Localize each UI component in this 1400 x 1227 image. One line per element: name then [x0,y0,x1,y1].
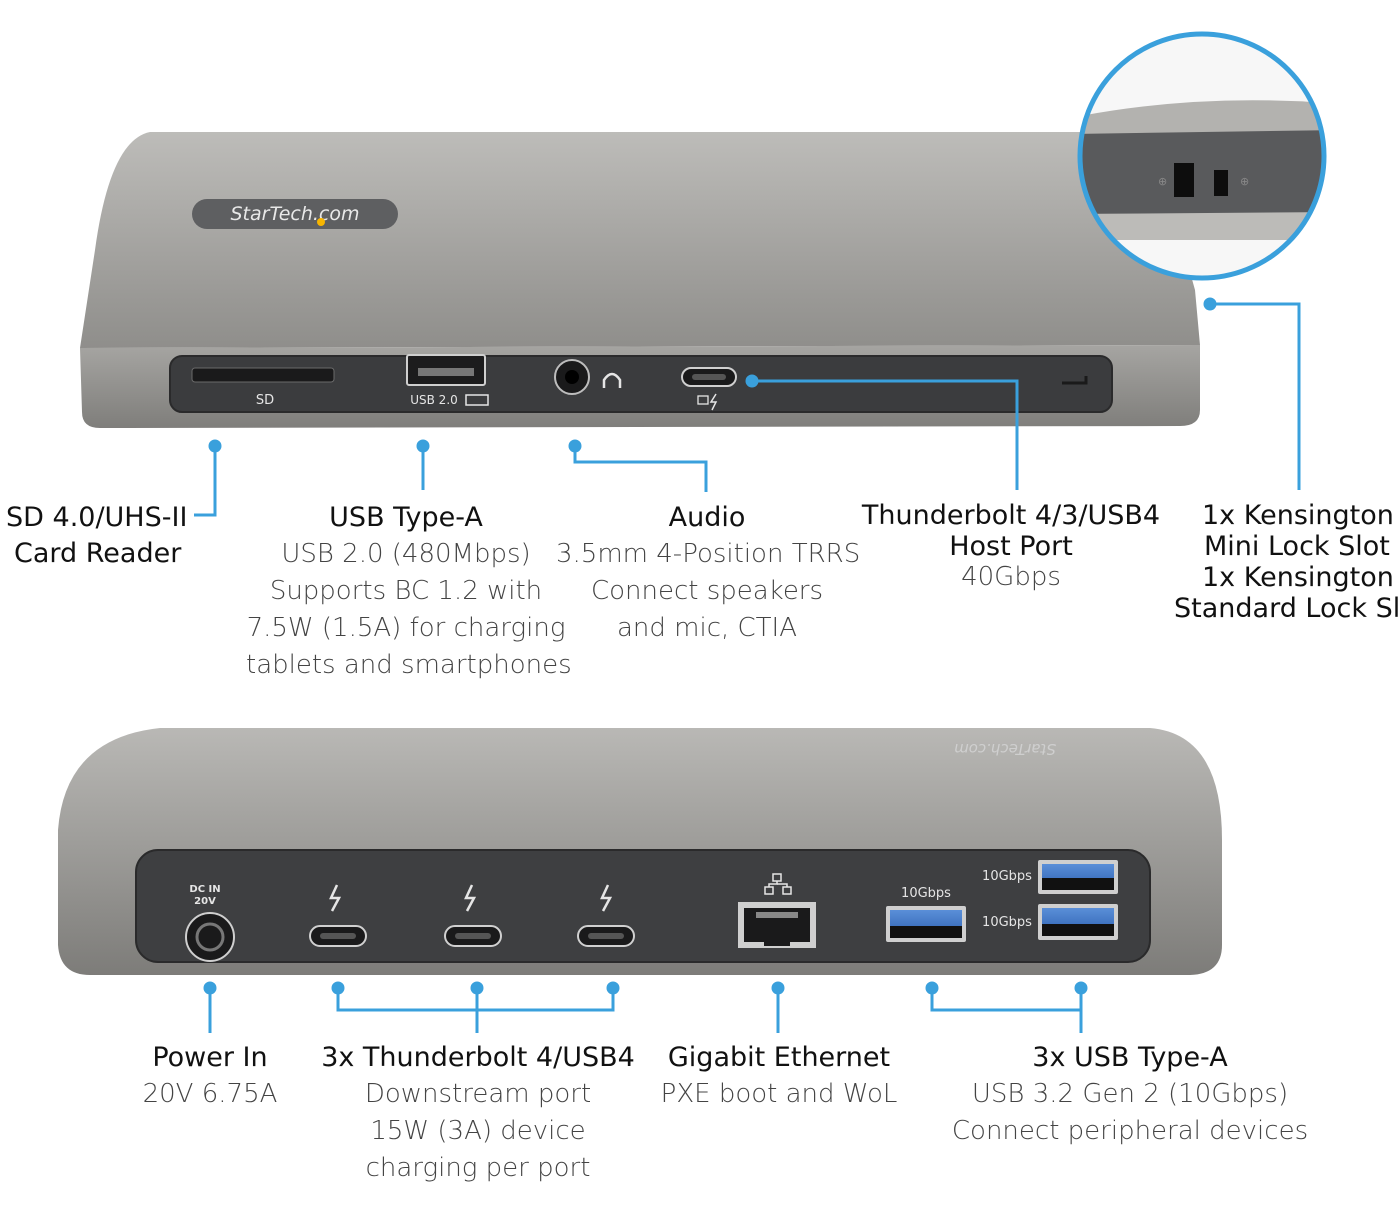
display-icon [697,395,709,405]
callout-audio: Audio 3.5mm 4-Position TRRS Connect spea… [556,500,861,647]
dc-in-label: DC IN [189,884,220,895]
battery-charge-icon [465,394,489,406]
top-callout-lines [194,297,1301,517]
usb-rear-speed-label-3: 10Gbps [982,915,1032,930]
callout-title: 1x Kensington [1202,500,1394,531]
callout-detail: Connect speakers [590,576,824,606]
callout-title: Power In [152,1042,268,1073]
callout-title: USB Type-A [329,502,483,533]
dock-rear-view: StarTech.com DC IN 20V [58,728,1222,975]
callout-detail: Downstream port [364,1079,592,1109]
ethernet-port [738,873,816,948]
callout-usb-type-a: USB Type-A USB 2.0 (480Mbps) Supports BC… [246,500,572,684]
thunderbolt-downstream-port-3 [577,884,635,947]
lock-icon-right: ⊕ [1240,175,1249,188]
callout-detail: 40Gbps [961,562,1061,592]
rear-brand-mark: StarTech.com [954,740,1056,758]
callout-detail: and mic, CTIA [616,613,798,643]
usb-rear-speed-label-1: 10Gbps [901,886,951,901]
callout-gigabit-ethernet: Gigabit Ethernet PXE boot and WoL [648,1040,910,1113]
dc-jack-ring [195,922,225,952]
dc-power-jack-icon [185,912,235,962]
front-port-panel [169,355,1113,413]
headphone-icon [602,372,622,388]
callout-detail: Connect peripheral devices [951,1116,1309,1146]
callout-detail: 3.5mm 4-Position TRRS [556,539,861,569]
callout-title: Gigabit Ethernet [667,1042,891,1073]
callout-title: Standard Lock Slo [1174,593,1400,624]
callout-detail: USB 3.2 Gen 2 (10Gbps) [971,1079,1289,1109]
thunderbolt-bolt-icon [709,393,718,411]
thunderbolt-icon [329,884,342,912]
callout-kensington-locks: 1x Kensington Mini Lock Slot 1x Kensingt… [1168,500,1400,624]
callout-thunderbolt-downstream: 3x Thunderbolt 4/USB4 Downstream port 15… [318,1040,638,1187]
callout-title: Thunderbolt 4/3/USB4 [861,500,1161,531]
usbc-tongue [692,374,726,380]
brand-logo-dot-icon [317,218,325,226]
callout-detail: 7.5W (1.5A) for charging [246,613,566,643]
lock-icon-left: ⊕ [1158,175,1167,188]
usb-a-rear-port-3 [1038,904,1118,940]
callout-title: 3x USB Type-A [1032,1042,1228,1073]
callout-title: Audio [668,502,746,533]
thunderbolt-downstream-port-2 [444,884,502,947]
callout-detail: Supports BC 1.2 with [269,576,543,606]
kensington-slot-icon [1062,376,1088,385]
callout-detail: 20V 6.75A [142,1079,278,1109]
audio-jack-hole [565,370,579,384]
callout-title: 1x Kensington [1202,562,1394,593]
callout-detail: USB 2.0 (480Mbps) [281,539,531,569]
callout-title: Host Port [949,531,1073,562]
callout-detail: tablets and smartphones [246,650,572,680]
network-icon [764,873,792,895]
kensington-zoom-callout: ⊕ ⊕ [1077,31,1327,281]
dc-in-voltage-label: 20V [194,896,216,907]
thunderbolt-icon [600,884,613,912]
callout-sd-card-reader: SD 4.0/UHS-II Card Reader [6,500,187,572]
brand-logo-plate [192,199,398,229]
callout-title: 3x Thunderbolt 4/USB4 [321,1042,635,1073]
usb-rear-speed-label-2: 10Gbps [982,869,1032,884]
thunderbolt-icon [464,884,477,912]
callout-title: Card Reader [14,538,182,569]
callout-detail: 15W (3A) device [370,1116,586,1146]
usb-a-front-tongue [418,368,474,376]
dock-front-view: StarTech.com SD USB 2.0 [80,132,1200,428]
kensington-mini-slot-icon [1214,170,1228,196]
usb-a-rear-port-2 [1038,860,1118,894]
usb-a-rear-port-1 [886,906,966,942]
kensington-standard-slot-icon [1174,163,1194,197]
callout-detail: charging per port [365,1153,591,1183]
sd-port-label: SD [256,393,274,408]
usb2-port-label: USB 2.0 [410,393,458,407]
callout-title: Mini Lock Slot [1204,531,1390,562]
brand-logo: StarTech.com [230,203,359,225]
sd-slot-icon [191,367,335,383]
bottom-callout-lines [203,981,1088,1033]
callout-thunderbolt-host-port: Thunderbolt 4/3/USB4 Host Port 40Gbps [860,500,1162,593]
thunderbolt-downstream-port-1 [309,884,367,947]
dock-top-surface [80,132,1200,348]
callout-usb-type-a-rear: 3x USB Type-A USB 3.2 Gen 2 (10Gbps) Con… [950,1040,1310,1150]
rear-port-panel [135,849,1151,963]
callout-power-in: Power In 20V 6.75A [110,1040,310,1113]
callout-detail: PXE boot and WoL [660,1079,898,1109]
callout-title: SD 4.0/UHS-II [6,502,188,533]
